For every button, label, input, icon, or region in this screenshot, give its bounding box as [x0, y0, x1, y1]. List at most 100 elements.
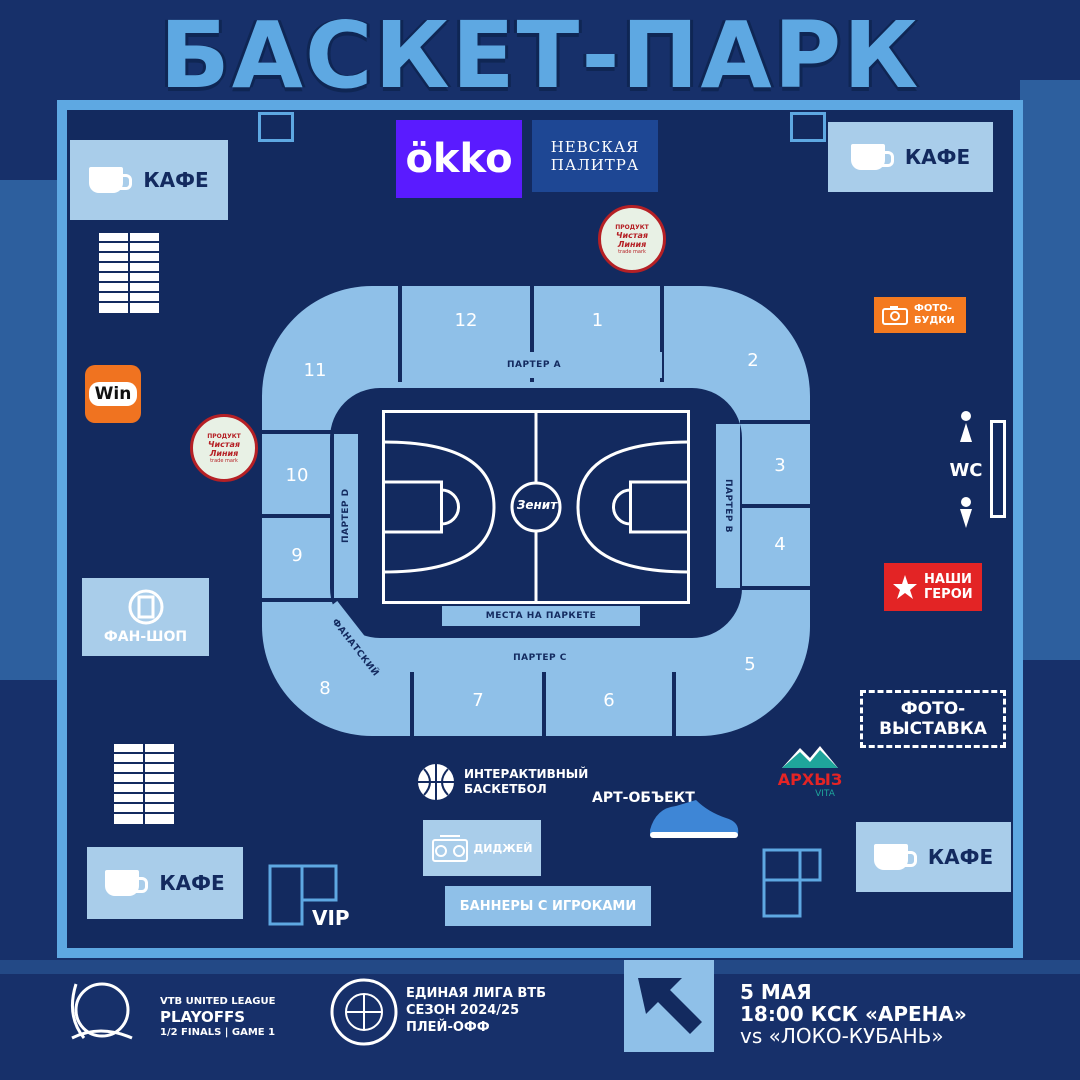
parter-d[interactable]: ПАРТЕР D [334, 434, 358, 598]
sneaker-icon[interactable] [646, 790, 742, 842]
sector-divider [740, 420, 810, 424]
sector-2[interactable]: 2 [718, 330, 788, 390]
nevskaya-text: ПАЛИТРА [550, 156, 640, 174]
event-date: 5 МАЯ [740, 980, 812, 1004]
court-seats[interactable]: МЕСТА НА ПАРКЕТЕ [442, 606, 640, 626]
parter-a[interactable]: ПАРТЕР А [406, 352, 662, 378]
cafe-label: КАФЕ [159, 871, 225, 895]
sector-3[interactable]: 3 [750, 435, 810, 495]
photo-exhibition-label: ВЫСТАВКА [879, 719, 987, 739]
person-icon [960, 411, 972, 442]
parter-label: ПАРТЕР С [513, 653, 567, 663]
cafe-zone[interactable]: КАФЕ [87, 847, 243, 919]
sector-9[interactable]: 9 [264, 522, 330, 588]
chistaya-liniya-logo: ПРОДУКТ Чистая Линия trade mark [190, 414, 258, 482]
background-texture [0, 180, 60, 680]
interactive-label: ИНТЕРАКТИВНЫЙ [464, 767, 589, 781]
heroes-label: НАШИ [924, 572, 972, 587]
nevskaya-logo: НЕВСКАЯ ПАЛИТРА [532, 120, 658, 192]
photo-booth-zone[interactable]: ФОТО- БУДКИ [874, 297, 966, 333]
logo-text: ПРОДУКТ [207, 432, 241, 440]
cafe-zone[interactable]: КАФЕ [828, 122, 993, 192]
interactive-basketball-zone[interactable]: ИНТЕРАКТИВНЫЙ БАСКЕТБОЛ [416, 760, 596, 804]
parter-label: ПАРТЕР А [506, 360, 562, 370]
page-title: БАСКЕТ-ПАРК [159, 2, 921, 109]
sector-divider [262, 598, 332, 602]
parter-label: ПАРТЕР В [723, 479, 733, 533]
sector-divider [740, 586, 810, 590]
parter-label: ПАРТЕР D [341, 488, 351, 544]
cup-icon [89, 167, 133, 193]
wc-zone[interactable]: WC [946, 410, 986, 530]
sector-11[interactable]: 11 [282, 340, 348, 400]
vip-entrance [268, 864, 338, 926]
sector-number: 2 [747, 349, 759, 371]
sector-number: 8 [319, 677, 331, 699]
mountain-icon [782, 746, 838, 768]
center-court-logo: Зенит [516, 498, 558, 512]
sector-number: 12 [454, 309, 478, 331]
interactive-label: БАСКЕТБОЛ [464, 782, 547, 796]
sector-divider [672, 672, 676, 736]
cafe-zone[interactable]: КАФЕ [70, 140, 228, 220]
parter-b[interactable]: ПАРТЕР В [716, 424, 740, 588]
photo-booth-label: БУДКИ [914, 315, 955, 326]
person-icon [960, 497, 972, 528]
league-emblem-icon [330, 978, 398, 1046]
playoffs-line3: 1/2 FINALS | GAME 1 [160, 1027, 276, 1038]
sector-divider [262, 514, 332, 518]
sector-5[interactable]: 5 [718, 634, 782, 694]
sector-4[interactable]: 4 [750, 514, 810, 574]
sector-number: 7 [472, 689, 484, 711]
gate-icon [762, 848, 822, 918]
sector-6[interactable]: 6 [546, 672, 672, 728]
logo-text: ПРОДУКТ [615, 223, 649, 231]
heroes-label: ГЕРОИ [924, 587, 973, 602]
sector-12[interactable]: 12 [402, 290, 530, 350]
sector-number: 9 [291, 544, 303, 566]
sector-number: 10 [285, 464, 309, 486]
background-texture [1020, 80, 1080, 660]
sector-number: 11 [303, 359, 327, 381]
gate-icon [114, 744, 174, 824]
photo-exhibition-label: ФОТО- [900, 699, 966, 719]
sector-number: 4 [774, 533, 786, 555]
photo-exhibition-zone[interactable]: ФОТО- ВЫСТАВКА [860, 690, 1006, 748]
parter-c[interactable]: ПАРТЕР С [412, 646, 668, 670]
basketball-court [382, 410, 690, 604]
cafe-label: КАФЕ [927, 845, 994, 869]
dj-zone[interactable]: ДИДЖЕЙ [423, 820, 541, 876]
event-time-venue: 18:00 КСК «АРЕНА» [740, 1002, 967, 1026]
wc-door [990, 420, 1006, 518]
arkhyz-text: VITA [815, 789, 835, 799]
fan-shop-label: ФАН-ШОП [103, 629, 188, 645]
sector-8[interactable]: 8 [290, 660, 360, 716]
playoffs-line2: PLAYOFFS [160, 1008, 246, 1026]
sector-divider [542, 672, 546, 736]
fan-shop-zone[interactable]: ФАН-ШОП [82, 578, 209, 656]
event-opponent: vs «ЛОКО-КУБАНЬ» [740, 1024, 944, 1048]
arkhyz-text: АРХЫЗ [777, 770, 843, 789]
sector-7[interactable]: 7 [414, 672, 542, 728]
cafe-zone[interactable]: КАФЕ [856, 822, 1011, 892]
league-line1: ЕДИНАЯ ЛИГА ВТБ [406, 986, 547, 1001]
logo-text: trade mark [210, 457, 238, 464]
club-crest-icon [128, 589, 163, 625]
sector-10[interactable]: 10 [264, 442, 330, 508]
sector-number: 1 [591, 309, 604, 331]
star-icon [893, 575, 917, 599]
dj-label: ДИДЖЕЙ [473, 841, 533, 855]
sector-number: 3 [774, 454, 786, 476]
league-line3: ПЛЕЙ-ОФФ [406, 1020, 490, 1035]
sector-1[interactable]: 1 [535, 290, 660, 350]
photo-booth-label: ФОТО- [914, 303, 952, 314]
cup-icon [850, 144, 894, 170]
boombox-icon [431, 835, 468, 862]
background-texture [0, 960, 1080, 974]
arkhyz-logo: АРХЫЗ VITA [770, 742, 850, 804]
art-object-label: АРТ-ОБЪЕКТ [592, 790, 695, 806]
okko-text: ökko [405, 136, 513, 182]
basketball-icon [418, 764, 454, 800]
player-banners-zone[interactable]: БАННЕРЫ С ИГРОКАМИ [445, 886, 651, 926]
heroes-zone[interactable]: НАШИ ГЕРОИ [884, 563, 982, 611]
